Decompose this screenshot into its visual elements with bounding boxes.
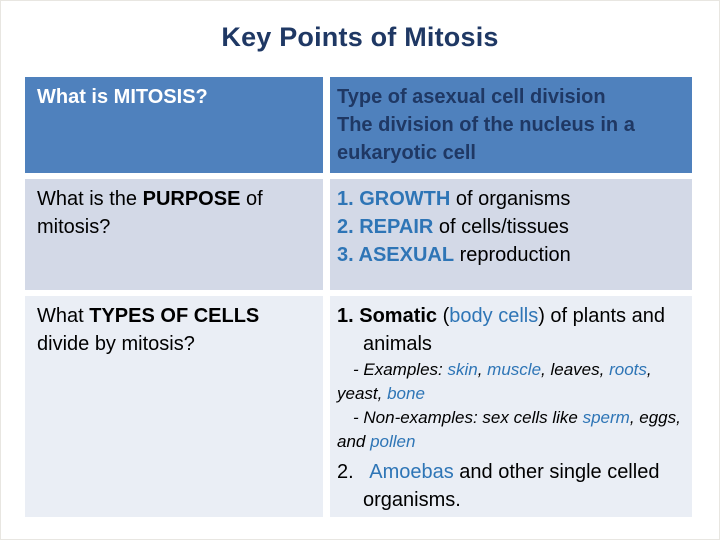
question-text: What TYPES OF CELLS divide by mitosis? [37, 305, 260, 355]
non-examples-note: - Non-examples: sex cells like sperm, eg… [337, 408, 681, 451]
question-cell-types-of-cells: What TYPES OF CELLS divide by mitosis? [25, 296, 323, 517]
answer-cell-mitosis-definition: Type of asexual cell division The divisi… [330, 77, 692, 173]
list-item-amoebas: 2. Amoebas and other single celled organ… [337, 461, 660, 511]
answer-line: Type of asexual cell division [337, 86, 606, 108]
list-item: 2. REPAIR of cells/tissues [337, 216, 569, 238]
mitosis-key-points-table: What is MITOSIS? Type of asexual cell di… [25, 77, 692, 517]
list-item-somatic: 1. Somatic (body cells) of plants and an… [337, 305, 665, 355]
list-item: 3. ASEXUAL reproduction [337, 244, 571, 266]
answer-cell-cell-types: 1. Somatic (body cells) of plants and an… [330, 296, 692, 517]
question-cell-what-is-mitosis: What is MITOSIS? [25, 77, 323, 173]
list-item: 1. GROWTH of organisms [337, 188, 571, 210]
question-cell-purpose-of-mitosis: What is the PURPOSE of mitosis? [25, 179, 323, 290]
slide-title: Key Points of Mitosis [221, 22, 499, 52]
question-text: What is the PURPOSE of mitosis? [37, 188, 263, 238]
question-text: What is MITOSIS? [37, 86, 208, 108]
answer-cell-purpose-list: 1. GROWTH of organisms 2. REPAIR of cell… [330, 179, 692, 290]
answer-line: The division of the nucleus in a eukaryo… [337, 114, 635, 164]
examples-note: - Examples: skin, muscle, leaves, roots,… [337, 360, 652, 403]
